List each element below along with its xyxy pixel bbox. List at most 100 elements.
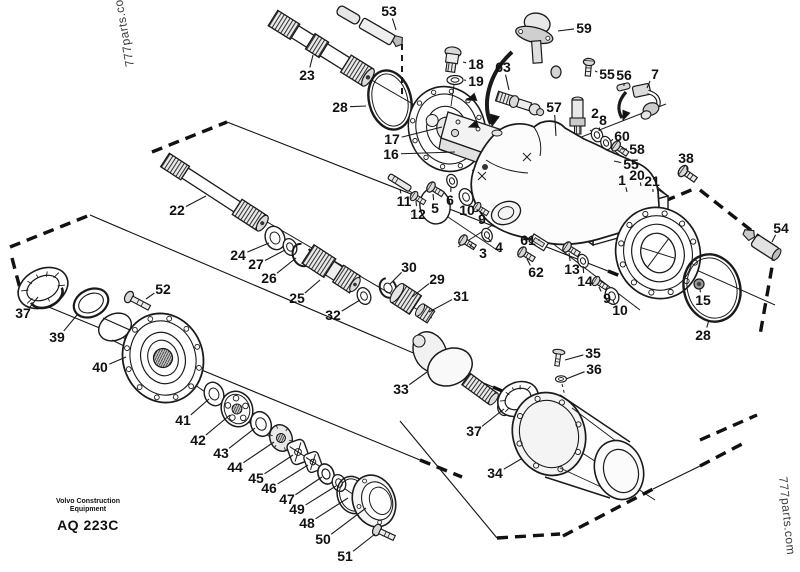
callout-leader-line: [205, 414, 231, 436]
part-housing-34: [511, 391, 645, 501]
callout-leader-line: [264, 454, 294, 475]
part-washer-8: [590, 127, 604, 143]
callout-number: 26: [261, 270, 277, 286]
callout-47: 47: [279, 476, 323, 507]
callout-58: 58: [622, 141, 645, 157]
callout-6: 6: [446, 186, 454, 208]
callout-43: 43: [213, 427, 256, 461]
callout-59: 59: [557, 20, 592, 36]
callout-number: 47: [279, 491, 295, 507]
callout-15: 15: [695, 288, 711, 308]
callout-leader-line: [399, 188, 402, 194]
callout-44: 44: [227, 441, 275, 475]
callout-number: 45: [248, 470, 264, 486]
callout-number: 40: [92, 359, 108, 375]
callout-number: 33: [393, 381, 409, 397]
callout-leader-line: [639, 182, 642, 187]
part-bolt-52: [123, 290, 152, 311]
part-screw-35: [552, 348, 566, 367]
callout-27: 27: [248, 249, 286, 272]
callout-number: 62: [528, 264, 544, 280]
callout-50: 50: [315, 507, 367, 547]
callout-number: 17: [384, 131, 400, 147]
callout-number: 60: [614, 128, 630, 144]
part-sensor-63: [494, 90, 545, 117]
callout-42: 42: [190, 414, 231, 448]
callout-5: 5: [431, 193, 439, 216]
callout-number: 21: [644, 173, 660, 189]
callout-36: 36: [565, 361, 602, 380]
callout-leader-line: [432, 193, 435, 201]
callout-leader-line: [598, 286, 602, 292]
callout-leader-line: [468, 243, 475, 250]
callout-leader-line: [305, 485, 337, 506]
callout-9: 9: [598, 286, 611, 306]
callout-number: 34: [487, 465, 503, 481]
callout-leader-line: [264, 249, 286, 262]
callout-8: 8: [598, 112, 607, 132]
callout-leader-line: [29, 296, 39, 308]
part-joint-33: [412, 331, 512, 418]
callout-leader-line: [315, 497, 349, 520]
callout-39: 39: [49, 314, 78, 345]
part-pin-53: [336, 5, 403, 94]
callout-number: 42: [190, 432, 206, 448]
callout-17: 17: [384, 126, 443, 147]
part-bolt-51: [371, 523, 397, 542]
callout-number: 38: [678, 150, 694, 166]
callout-number: 16: [383, 146, 399, 162]
part-washer-32: [354, 284, 374, 308]
part-bearing-37-left: [17, 266, 69, 310]
part-nut-31: [414, 303, 436, 324]
callout-leader-line: [476, 208, 479, 212]
callout-32: 32: [325, 299, 361, 323]
callout-18: 18: [462, 56, 484, 72]
callout-10: 10: [459, 201, 475, 218]
part-plug-18: [444, 46, 462, 74]
part-gear-29: [389, 282, 423, 316]
callout-number: 23: [299, 67, 315, 83]
callout-leader-line: [594, 70, 598, 73]
brand-line-1: Volvo Construction: [55, 498, 121, 505]
callout-number: 5: [431, 200, 439, 216]
callout-37: 37: [15, 296, 39, 321]
callout-leader-line: [276, 257, 297, 274]
callout-number: 29: [429, 271, 445, 287]
callout-19: 19: [463, 73, 484, 89]
callout-12: 12: [410, 200, 426, 222]
part-shaft-22: [159, 152, 269, 232]
callout-leader-line: [352, 533, 376, 552]
callout-number: 30: [401, 259, 417, 275]
callout-number: 53: [381, 3, 397, 19]
callout-leader-line: [503, 458, 522, 470]
part-stud-11: [387, 173, 412, 192]
callout-14: 14: [577, 265, 593, 289]
callout-number: 8: [599, 112, 607, 128]
callout-leader-line: [554, 114, 557, 137]
callout-48: 48: [299, 497, 349, 531]
part-flange-right: [614, 206, 702, 300]
part-washer-19: [446, 74, 464, 107]
callout-1: 1: [618, 172, 628, 193]
callout-number: 27: [248, 256, 264, 272]
callout-22: 22: [169, 195, 207, 218]
part-gear-25: [301, 243, 362, 294]
part-breather-59: [485, 12, 562, 128]
callout-leader-line: [771, 234, 777, 243]
callout-10: 10: [612, 299, 628, 318]
callout-leader-line: [400, 151, 456, 155]
part-cap-50: [351, 474, 397, 528]
part-pipe-54: [742, 229, 782, 261]
callout-number: 18: [468, 56, 484, 72]
callout-number: 48: [299, 515, 315, 531]
callout-34: 34: [487, 458, 522, 481]
watermark-top-left: 777parts.com: [110, 0, 137, 68]
callout-number: 25: [289, 290, 305, 306]
callout-7: 7: [646, 66, 659, 89]
callout-62: 62: [526, 258, 544, 280]
callout-number: 37: [15, 305, 31, 321]
callout-number: 9: [478, 211, 486, 227]
callout-leader-line: [582, 265, 585, 274]
